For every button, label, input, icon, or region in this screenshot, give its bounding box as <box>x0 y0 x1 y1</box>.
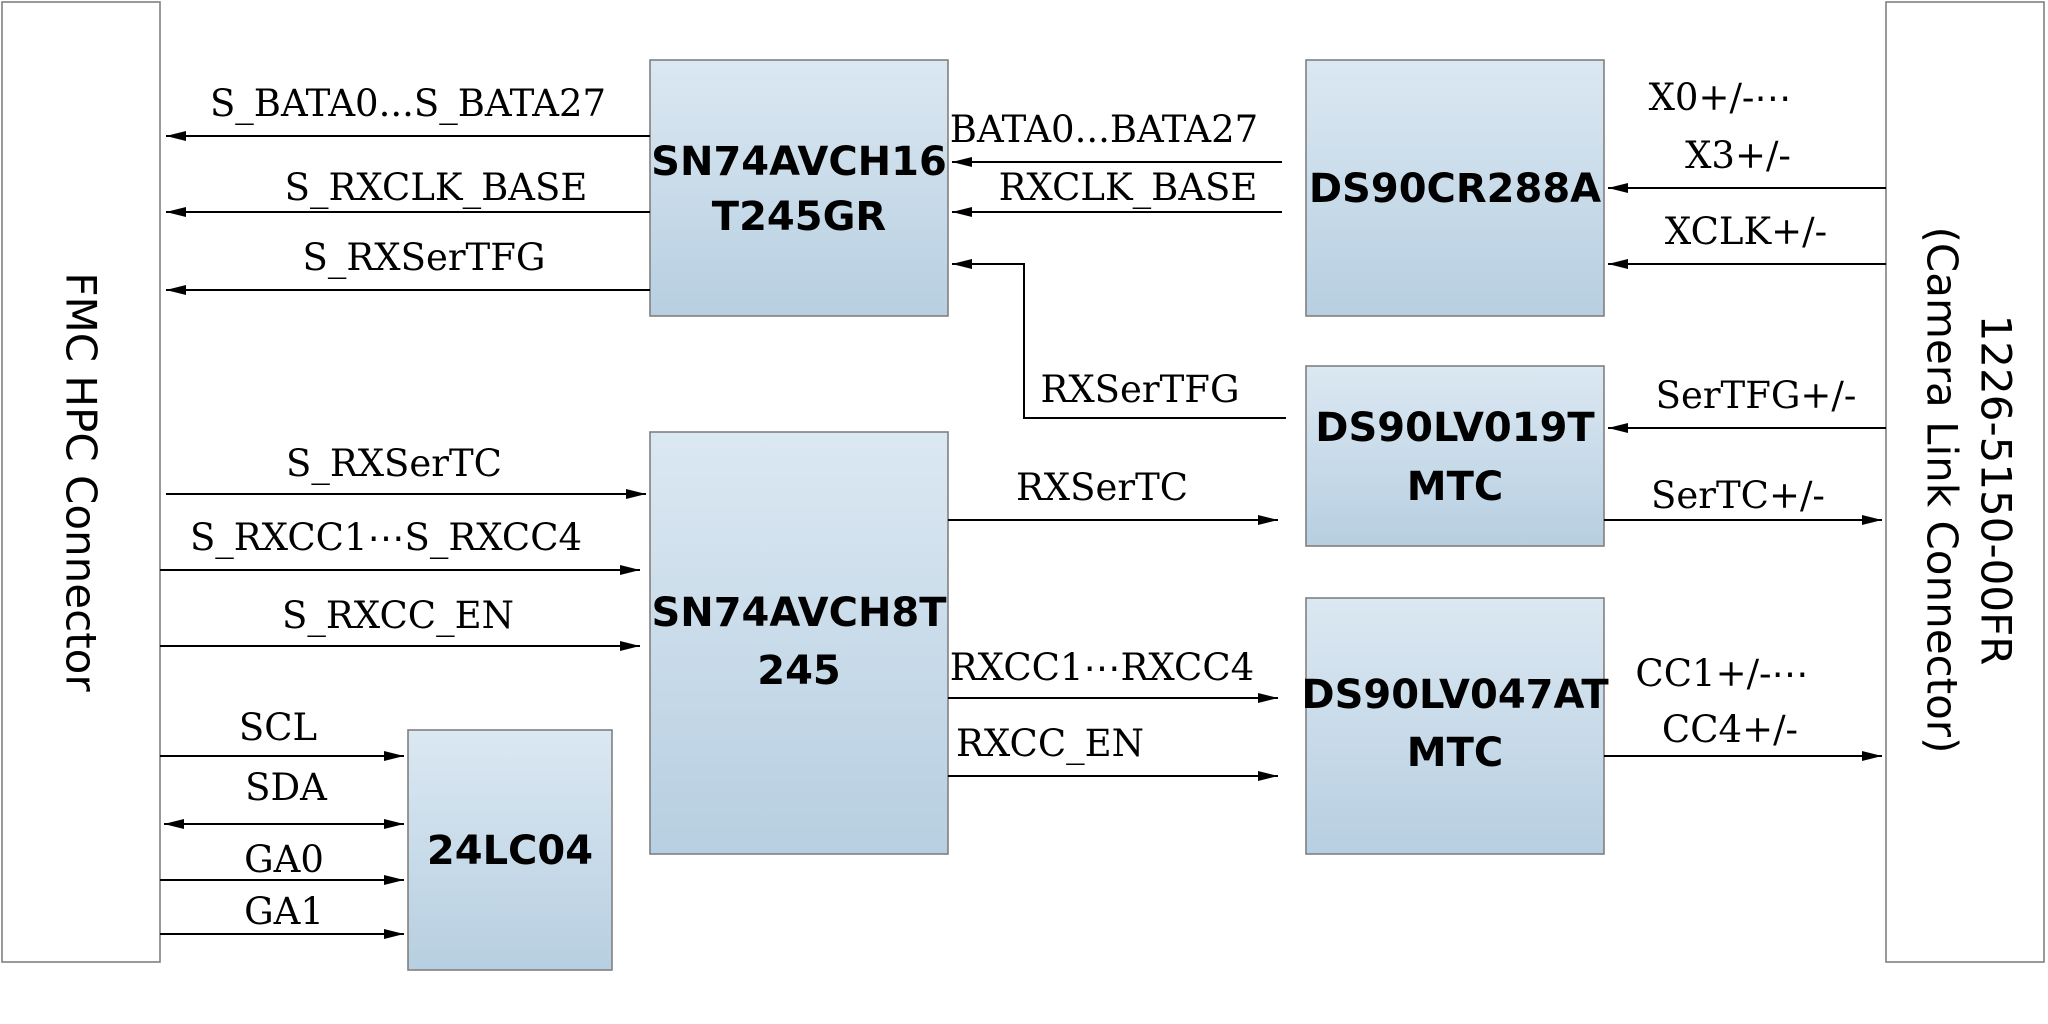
block-ds90lv047at-line1: DS90LV047AT <box>1301 672 1609 718</box>
label-x-pairs-1: X0+/-⋯ <box>1649 76 1792 119</box>
label-rxsertc: RXSerTC <box>1016 466 1188 509</box>
label-ga0: GA0 <box>244 838 324 881</box>
fmc-connector-label: FMC HPC Connector <box>57 272 106 692</box>
label-x-pairs-2: X3+/- <box>1685 134 1791 177</box>
label-scl: SCL <box>239 706 317 749</box>
block-sn74avch8t245-body <box>649 431 949 855</box>
block-sn74avch8t245: SN74AVCH8T 245 <box>649 431 949 855</box>
label-sda: SDA <box>245 766 328 809</box>
block-ds90cr288a: DS90CR288A <box>1305 59 1605 317</box>
label-sertc: SerTC+/- <box>1651 474 1825 517</box>
block-ds90lv047at-line2: MTC <box>1407 730 1503 776</box>
camera-link-label-line1: 1226-5150-00FR <box>1972 315 2021 666</box>
block-ds90cr288a-line1: DS90CR288A <box>1309 166 1601 212</box>
label-ga1: GA1 <box>244 890 324 933</box>
fmc-hpc-connector: FMC HPC Connector <box>1 1 161 963</box>
block-ds90lv019t-line2: MTC <box>1407 464 1503 510</box>
label-s-rxcc-en: S_RXCC_EN <box>282 594 514 638</box>
label-rxsertfg: RXSerTFG <box>1040 368 1239 411</box>
block-sn74avch16t245gr-body <box>649 59 949 317</box>
block-24lc04-body <box>407 729 613 971</box>
label-cc-2: CC4+/- <box>1662 708 1798 751</box>
block-sn74avch8t-line2: 245 <box>757 648 841 694</box>
block-ds90lv019t-line1: DS90LV019T <box>1315 405 1595 451</box>
camera-link-connector-body <box>1885 1 2045 963</box>
label-s-rxclk-base: S_RXCLK_BASE <box>285 166 588 210</box>
block-sn74avch16-line1: SN74AVCH16 <box>651 139 947 185</box>
label-cc-1: CC1+/-⋯ <box>1635 652 1808 695</box>
label-bata: BATA0...BATA27 <box>950 108 1258 151</box>
block-24lc04: 24LC04 <box>407 729 613 971</box>
label-sertfg: SerTFG+/- <box>1656 374 1857 417</box>
block-ds90lv019tmtc-body <box>1305 365 1605 547</box>
label-s-rxcc: S_RXCC1⋯S_RXCC4 <box>190 516 582 560</box>
block-24lc04-line1: 24LC04 <box>427 828 593 874</box>
block-ds90cr288a-body <box>1305 59 1605 317</box>
label-rxcc-en: RXCC_EN <box>956 722 1144 766</box>
fmc-connector-body <box>1 1 161 963</box>
block-ds90lv047atmtc-body <box>1305 597 1605 855</box>
label-rxcc: RXCC1⋯RXCC4 <box>950 646 1254 689</box>
label-s-bata: S_BATA0...S_BATA27 <box>210 82 606 126</box>
block-sn74avch8t-line1: SN74AVCH8T <box>651 590 947 636</box>
camera-link-connector: 1226-5150-00FR (Camera Link Connector) <box>1885 1 2045 963</box>
label-s-rxsertc: S_RXSerTC <box>286 442 502 486</box>
block-ds90lv019tmtc: DS90LV019T MTC <box>1305 365 1605 547</box>
block-ds90lv047atmtc: DS90LV047AT MTC <box>1301 597 1609 855</box>
wire-rxsertfg <box>952 259 1286 419</box>
label-rxclk-base: RXCLK_BASE <box>999 166 1258 210</box>
block-sn74avch16t245gr: SN74AVCH16 T245GR <box>649 59 949 317</box>
label-xclk: XCLK+/- <box>1665 210 1827 253</box>
label-s-rxsertfg: S_RXSerTFG <box>303 236 546 280</box>
camera-link-label-line2: (Camera Link Connector) <box>1918 227 1967 754</box>
block-sn74avch16-line2: T245GR <box>712 194 886 240</box>
